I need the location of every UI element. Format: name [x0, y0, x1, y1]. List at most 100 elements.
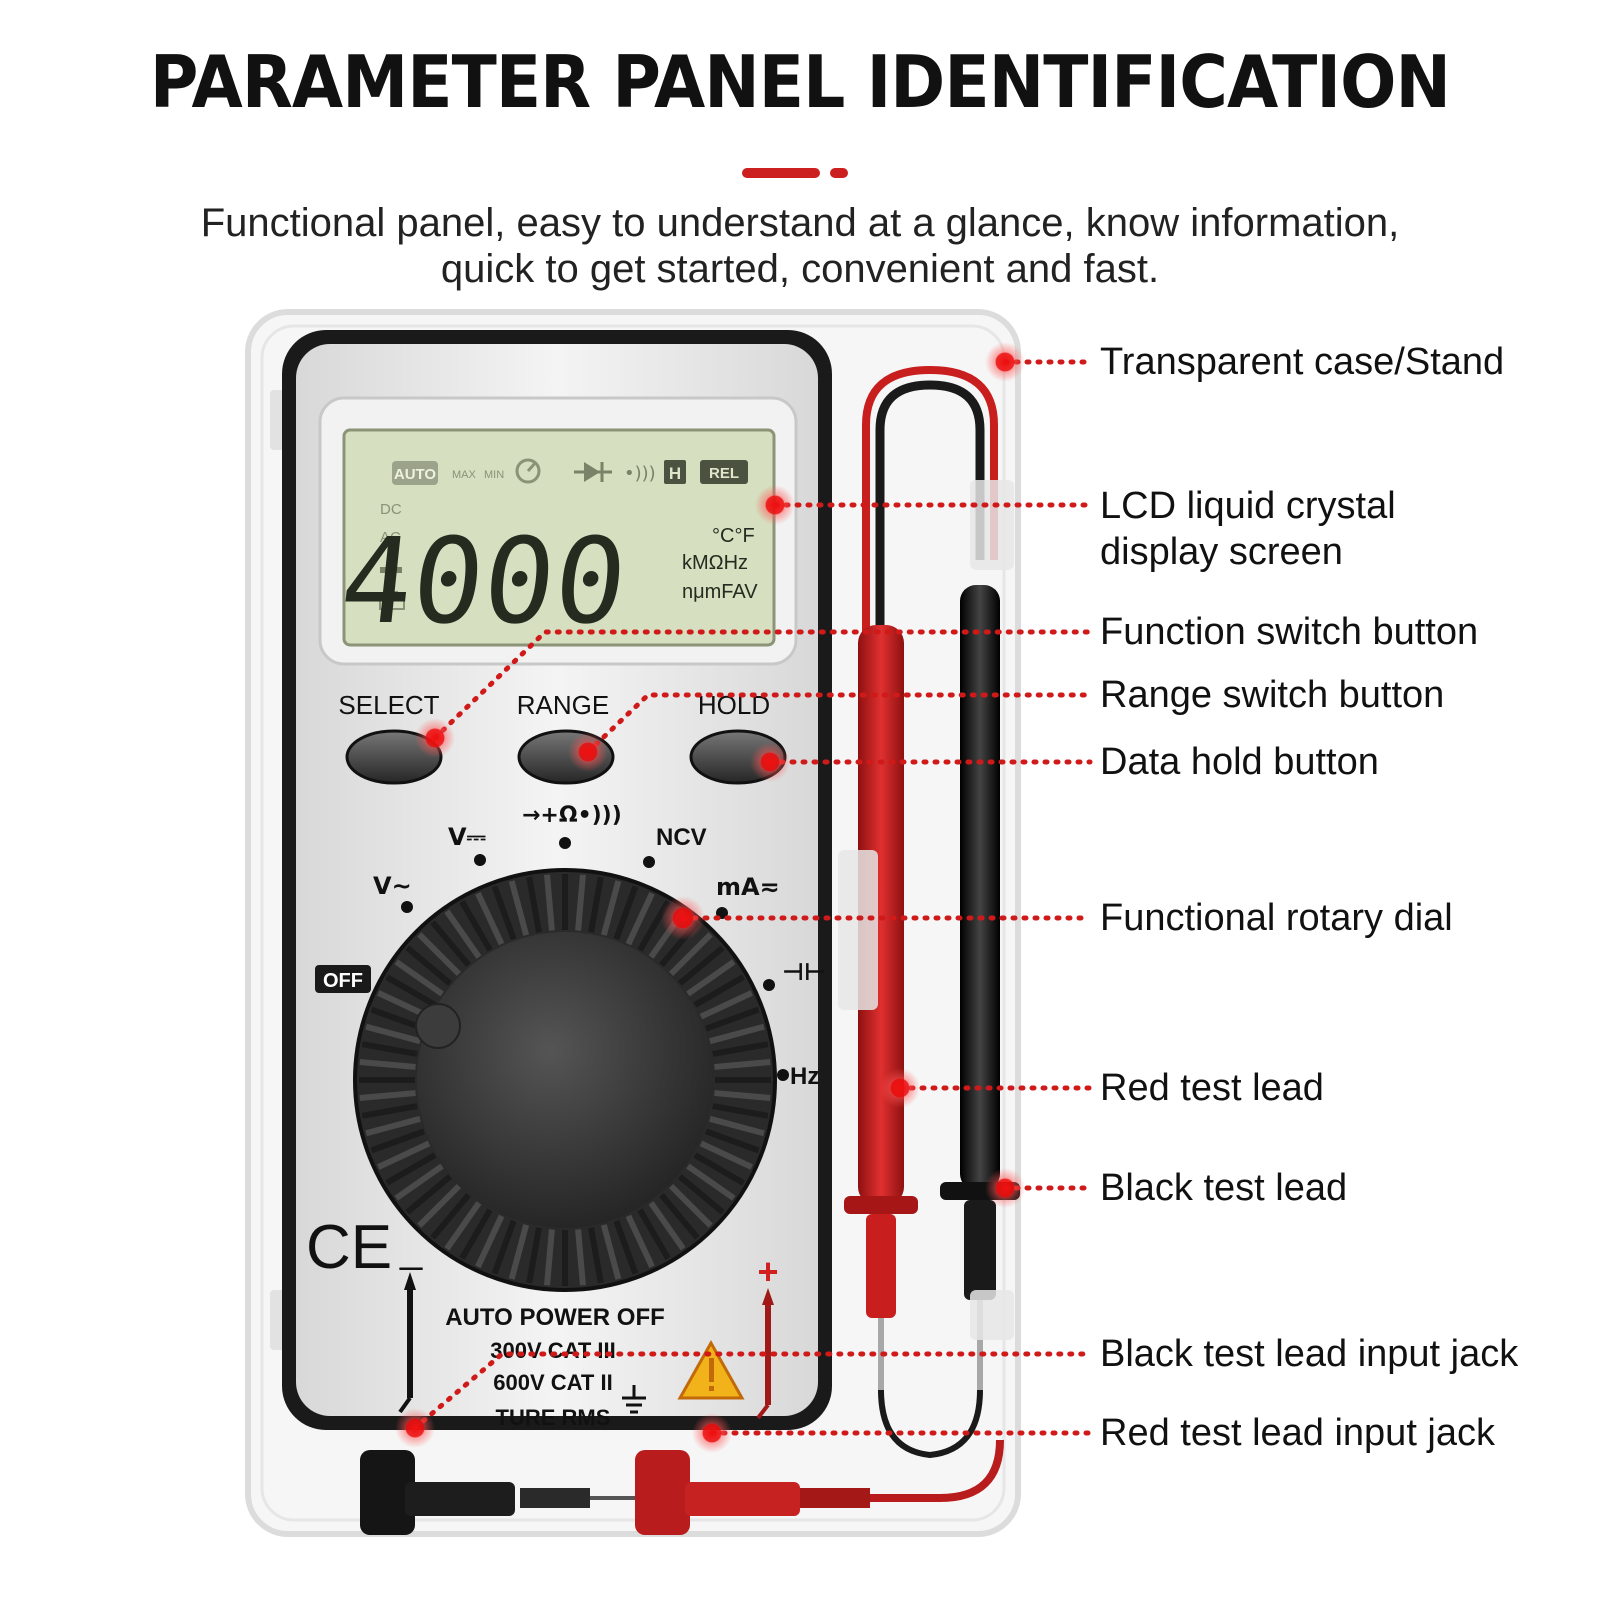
cat-ii-text: 600V CAT II: [493, 1370, 612, 1395]
warning-icon: [677, 1339, 745, 1400]
callout-rotary-dial: Functional rotary dial: [1100, 897, 1453, 939]
dial-ridge: [625, 892, 655, 946]
lcd-rel-box: [700, 460, 748, 484]
diode-icon: [574, 462, 612, 482]
dial-ridge: [699, 1140, 753, 1170]
dial-ridge: [394, 959, 444, 997]
dial-ridge: [712, 1041, 769, 1057]
ce-mark: CE: [306, 1213, 392, 1282]
red-probe-tip-sleeve: [866, 1214, 896, 1318]
test-lead-wire-loop: [875, 380, 985, 1010]
page-subtitle: Functional panel, easy to understand at …: [0, 200, 1600, 292]
dial-dot-capacitance: [763, 979, 775, 991]
lcd-reading: 4000: [335, 512, 634, 650]
dot-red-jack: [692, 1413, 732, 1453]
dial-ridge: [430, 1192, 471, 1240]
callout-lcd-line-2: display screen: [1100, 531, 1343, 573]
dial-position-v-dc: V⎓: [448, 823, 486, 851]
dial-ridge: [361, 1041, 418, 1057]
callout-black-test-lead: Black test lead: [1100, 1167, 1348, 1209]
dot-black-jack: [395, 1408, 435, 1448]
dial-ridge: [575, 874, 586, 931]
dial-ridge: [600, 1224, 622, 1280]
callout-black-jack: Black test lead input jack: [1100, 1333, 1519, 1375]
lcd-mark-ac: AC: [380, 529, 401, 546]
dial-ridge: [714, 1090, 771, 1101]
dial-ridge: [405, 1174, 453, 1215]
plus-terminal-label: +: [757, 1251, 778, 1292]
page-title: PARAMETER PANEL IDENTIFICATION: [149, 40, 1451, 124]
rotary-dial[interactable]: [417, 932, 713, 1228]
dial-ridge: [693, 1152, 745, 1186]
lcd-mark-dc: DC: [380, 501, 402, 518]
dial-ridge: [385, 974, 437, 1008]
dial-ridge: [405, 945, 453, 986]
dial-ridge: [637, 1208, 671, 1260]
lcd-indicator-auto: AUTO: [394, 466, 437, 483]
dial-ridge: [491, 885, 517, 941]
dial-ridge: [417, 1183, 462, 1228]
auto-power-off-text: AUTO POWER OFF: [445, 1304, 665, 1331]
dial-position-off: OFF: [323, 970, 363, 992]
title-accent-bars: [742, 168, 848, 178]
red-test-lead[interactable]: [858, 625, 904, 1205]
hold-indicator-icon: H: [664, 460, 686, 484]
dial-ridge: [625, 1214, 655, 1268]
dial-ridge: [714, 1059, 771, 1070]
leader-black-jack: [412, 1351, 1093, 1431]
dial-position-v-ac: V~: [373, 872, 412, 900]
minus-sign-icon: [380, 567, 402, 573]
lcd-indicator-rel: REL: [709, 465, 739, 482]
dial-ridge: [659, 1192, 700, 1240]
dot-function-switch: [415, 718, 455, 758]
dial-ridge: [359, 1090, 416, 1101]
case-clip-middle: [838, 850, 878, 1010]
dial-ridge: [648, 1201, 686, 1251]
dial-position-ohm: →+Ω•))): [522, 803, 622, 828]
dial-position-ma: mA≂: [716, 873, 780, 901]
lcd-auto-box: [392, 461, 438, 485]
callout-red-jack: Red test lead input jack: [1100, 1412, 1496, 1454]
dial-ridge: [709, 1023, 765, 1045]
dial-ridge: [704, 1006, 760, 1032]
dot-rotary-dial: [661, 896, 705, 940]
dial-dot-v-dc: [474, 854, 486, 866]
dial-ridge: [699, 990, 753, 1020]
leader-function-switch: [432, 629, 1093, 741]
red-probe-guard: [844, 1196, 918, 1214]
callout-dots: [395, 342, 1025, 1453]
dial-ridge: [686, 1163, 736, 1201]
dial-ridge: [526, 876, 542, 933]
dial-ridge: [588, 1227, 604, 1284]
callout-function-switch: Function switch button: [1100, 611, 1479, 653]
dial-ridge: [588, 876, 604, 933]
cat-iii-text: 300V CAT III: [490, 1338, 616, 1363]
dial-position-capacitance: ⊣⊢: [782, 958, 826, 986]
dial-ridge: [613, 1219, 639, 1275]
dial-ridge: [365, 1115, 421, 1137]
dial-ridge: [709, 1115, 765, 1137]
red-probe-symbol-icon: [756, 1288, 774, 1420]
lead-wires-bottom: [878, 1389, 983, 1459]
dial-ridge: [365, 1023, 421, 1045]
dial-ridge: [359, 1059, 416, 1070]
title-accent-dot: [830, 168, 848, 178]
dial-ridge: [575, 1229, 586, 1286]
dial-ridge: [677, 1174, 725, 1215]
battery-icon: [379, 591, 405, 610]
lcd-units-resistance: kMΩHz: [682, 552, 748, 574]
dial-ridge: [508, 880, 530, 936]
dial-ridge: [417, 932, 462, 977]
dial-ridge: [491, 1219, 517, 1275]
dial-ridge: [430, 920, 471, 968]
black-test-lead[interactable]: [960, 585, 1000, 1190]
dial-ridge: [508, 1224, 530, 1280]
callout-red-test-lead: Red test lead: [1100, 1067, 1324, 1109]
leader-range-switch: [585, 692, 1093, 755]
dial-ridge: [677, 945, 725, 986]
dial-ridge: [526, 1227, 542, 1284]
dot-red-test-lead: [880, 1068, 920, 1108]
lcd-indicator-max: MAX: [452, 469, 477, 481]
callout-transparent-case: Transparent case/Stand: [1100, 341, 1505, 383]
